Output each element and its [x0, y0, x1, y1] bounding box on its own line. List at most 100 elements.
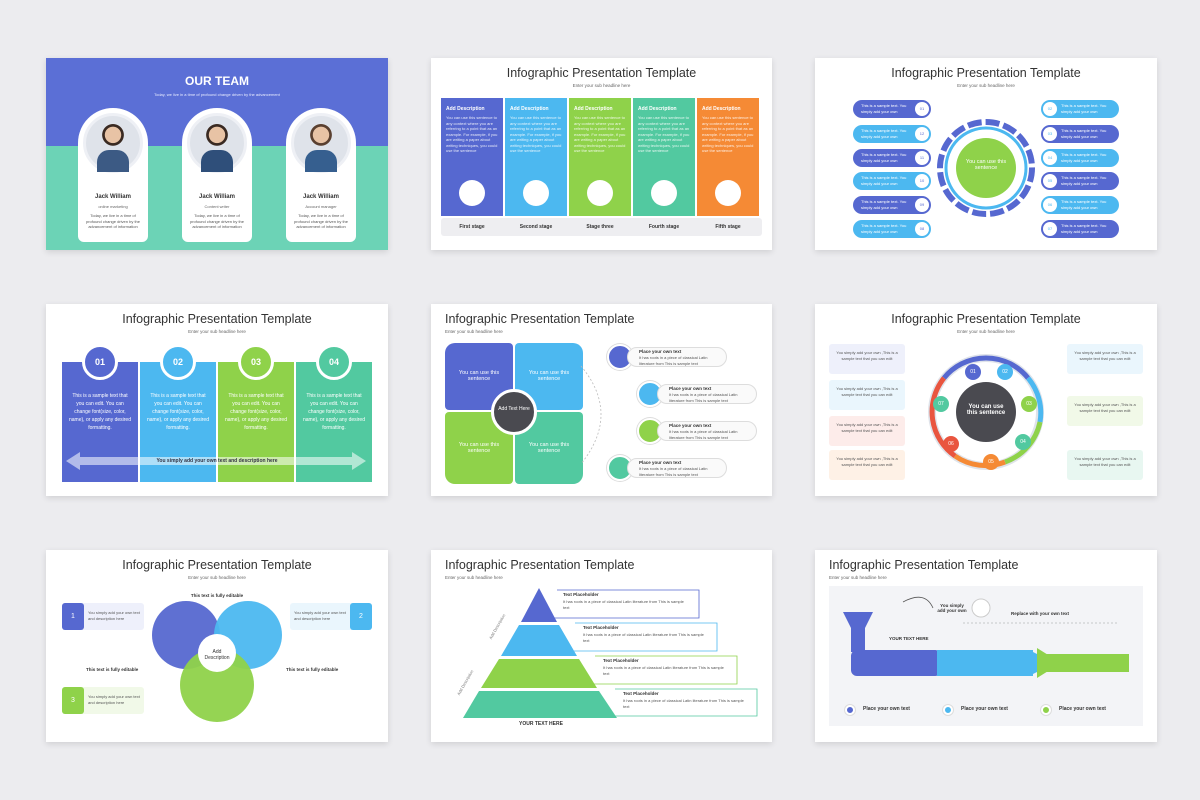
pill-left[interactable]: This is a sample text. You simply add yo…	[853, 196, 931, 214]
box-text: You simply add your own ,This is a sampl…	[1074, 402, 1136, 413]
legend-item[interactable]: Place your own text	[1041, 704, 1133, 716]
box-text: You simply add your own ,This is a sampl…	[1074, 350, 1136, 361]
pill-left[interactable]: This is a sample text. You simply add yo…	[853, 125, 931, 143]
slide-pyramid[interactable]: Infographic Presentation Template Enter …	[431, 550, 772, 742]
text-box-right[interactable]: You simply add your own ,This is a sampl…	[1067, 344, 1143, 374]
placeholder-body: It has roots in a piece of classical Lat…	[603, 665, 724, 676]
slide-four-columns[interactable]: Infographic Presentation Template Enter …	[46, 304, 388, 496]
venn-center-text: Add Description	[204, 649, 230, 661]
box-text: You simply add your own ,This is a sampl…	[836, 386, 898, 397]
slide-ring[interactable]: Infographic Presentation Template Enter …	[815, 304, 1157, 496]
pill-number: 04	[1043, 151, 1057, 165]
stage-icon	[587, 180, 613, 206]
item-pill	[627, 347, 727, 367]
member-name: Jack William	[303, 194, 339, 200]
item-body: It has roots in a piece of classical Lat…	[669, 392, 738, 403]
text-box-right[interactable]: You simply add your own ,This is a sampl…	[1067, 450, 1143, 480]
pill-left[interactable]: This is a sample text. You simply add yo…	[853, 172, 931, 190]
legend-item[interactable]: Place your own text	[845, 704, 937, 716]
pill-left[interactable]: This is a sample text. You simply add yo…	[853, 220, 931, 238]
member-card[interactable]: Jack William online marketing Today, we …	[78, 108, 148, 242]
column-body: You can use this sentence to any context…	[510, 115, 562, 153]
stage-strip	[441, 218, 762, 236]
number-circle: 03	[238, 344, 274, 380]
slide-five-stages[interactable]: Infographic Presentation Template Enter …	[431, 58, 772, 250]
quadrant-text: You can use this sentence	[458, 370, 500, 382]
pill-left[interactable]: This is a sample text. You simply add yo…	[853, 149, 931, 167]
column-body: This is a sample text that you can edit.…	[69, 393, 131, 431]
top-label: This text is fully editable	[190, 593, 244, 598]
pill-number: 06	[1043, 198, 1057, 212]
slide-our-team[interactable]: OUR TEAM Today, we live in a time of pro…	[46, 58, 388, 250]
slide-title: Infographic Presentation Template	[506, 66, 697, 80]
info-box-1[interactable]: 1 You simply add your own text and descr…	[62, 603, 144, 630]
legend-dot	[1041, 705, 1051, 715]
member-desc: Today, we live in a time of profound cha…	[189, 213, 245, 229]
legend-dot	[845, 705, 855, 715]
item-title: Place your own text	[639, 460, 682, 465]
member-card[interactable]: Jack William Account manager Today, we l…	[286, 108, 356, 242]
legend-item[interactable]: Place your own text	[943, 704, 1035, 716]
slide-quadrants[interactable]: Infographic Presentation Template Enter …	[431, 304, 772, 496]
text-box-right[interactable]: You simply add your own ,This is a sampl…	[1067, 396, 1143, 426]
center-text: You can use this sentence	[965, 159, 1007, 171]
slide-title: Infographic Presentation Template	[445, 558, 635, 572]
pill-text: This is a sample text. You simply add yo…	[1061, 128, 1107, 139]
text-box-left[interactable]: You simply add your own ,This is a sampl…	[829, 380, 905, 410]
slide-subtitle: Enter your sub headline here	[957, 329, 1015, 334]
item-title: Place your own text	[639, 349, 682, 354]
info-box-3[interactable]: 3 You simply add your own text and descr…	[62, 687, 144, 714]
ring-number: 01	[965, 364, 981, 380]
arrow-text: You simply add your own text and descrip…	[156, 458, 278, 464]
pill-left[interactable]: This is a sample text. You simply add yo…	[853, 100, 931, 118]
box-text: You simply add your own ,This is a sampl…	[836, 422, 898, 433]
center-text: Add Text Here	[498, 406, 530, 412]
stage-label: Second stage	[519, 224, 553, 230]
slide-circle-pills[interactable]: Infographic Presentation Template Enter …	[815, 58, 1157, 250]
pill-number: 07	[1043, 222, 1057, 236]
member-name: Jack William	[95, 194, 131, 200]
pill-text: This is a sample text. You simply add yo…	[1061, 103, 1107, 114]
pill-text: This is a sample text. You simply add yo…	[861, 175, 907, 186]
member-card[interactable]: Jack William Content writer Today, we li…	[182, 108, 252, 242]
info-box-2[interactable]: You simply add your own text and descrip…	[290, 603, 372, 630]
number-circle: 02	[160, 344, 196, 380]
slide-venn[interactable]: Infographic Presentation Template Enter …	[46, 550, 388, 742]
placeholder-body: It has roots in a piece of classical Lat…	[583, 632, 704, 643]
member-desc: Today, we live in a time of profound cha…	[85, 213, 141, 229]
text-box-left[interactable]: You simply add your own ,This is a sampl…	[829, 450, 905, 480]
team-subtitle: Today, we live in a time of profound cha…	[154, 92, 280, 97]
venn-diagram	[152, 601, 282, 722]
avatar-shirt	[97, 150, 129, 172]
slide-subtitle: Enter your sub headline here	[188, 575, 246, 580]
column-body: This is a sample text that you can edit.…	[303, 393, 365, 431]
ring-number: 03	[1021, 396, 1037, 412]
box-text: You simply add your own ,This is a sampl…	[836, 456, 898, 467]
text-box-left[interactable]: You simply add your own ,This is a sampl…	[829, 344, 905, 374]
stage-icon	[523, 180, 549, 206]
slide-funnel[interactable]: Infographic Presentation Template Enter …	[815, 550, 1157, 742]
text-box-left[interactable]: You simply add your own ,This is a sampl…	[829, 416, 905, 446]
column-body: You can use this sentence to any context…	[446, 115, 498, 153]
slide-subtitle: Enter your sub headline here	[188, 329, 246, 334]
avatar-shirt	[201, 150, 233, 172]
